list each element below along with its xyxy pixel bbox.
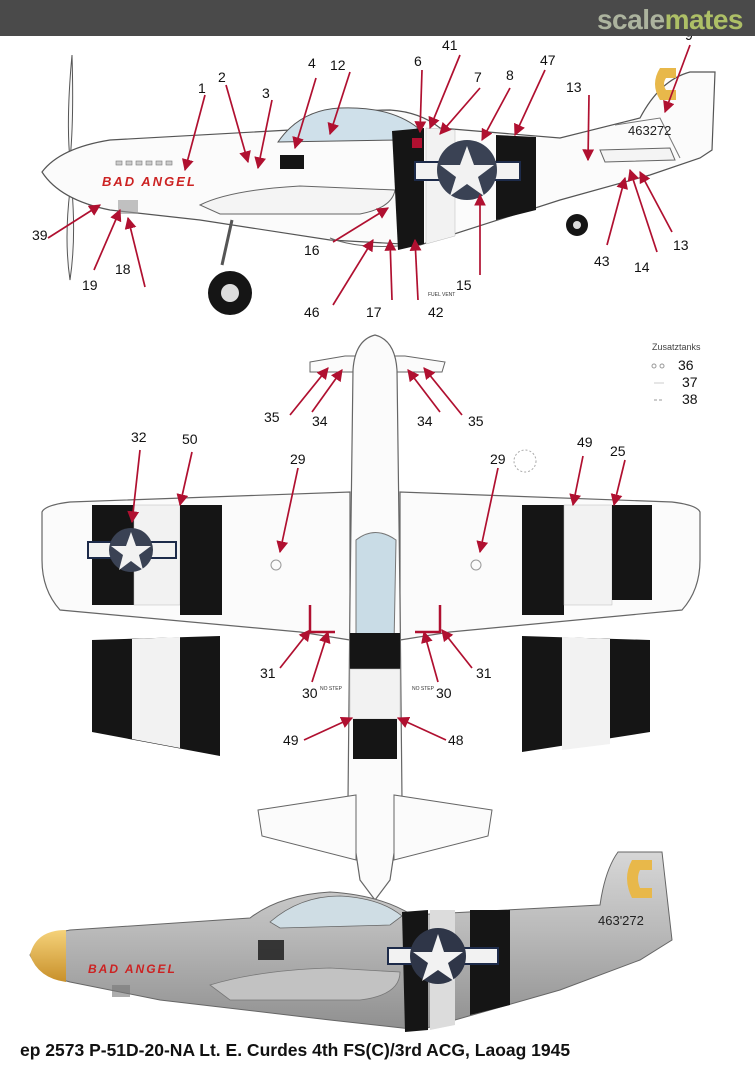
callout-9: 9 [685, 36, 693, 43]
serial-profile: 463'272 [598, 913, 644, 928]
tanks-title: Zusatztanks [652, 342, 701, 352]
callout-35-right: 35 [468, 413, 484, 429]
color-profile: 463'272 BAD ANGEL [29, 851, 673, 1032]
callout-42: 42 [428, 304, 444, 320]
callout-30-left: 30 [302, 685, 318, 701]
site-header-bar: scalemates [0, 0, 755, 36]
callout-4: 4 [308, 55, 316, 71]
plan-callout-arrows [127, 367, 626, 741]
callout-8: 8 [506, 67, 514, 83]
tank-36: 36 [678, 357, 694, 373]
callout-29-right: 29 [490, 451, 506, 467]
callout-35-left: 35 [264, 409, 280, 425]
callout-17: 17 [366, 304, 382, 320]
callout-32: 32 [131, 429, 147, 445]
callout-16: 16 [304, 242, 320, 258]
callout-14: 14 [634, 259, 650, 275]
separate-stripe-decals [92, 636, 650, 756]
callout-25: 25 [610, 443, 626, 459]
no-step-left: NO STEP [320, 686, 343, 692]
callout-47: 47 [540, 52, 556, 68]
scalemates-logo[interactable]: scalemates [596, 4, 744, 35]
callout-34-left: 34 [312, 413, 328, 429]
callout-31-right: 31 [476, 665, 492, 681]
nose-art-side: BAD ANGEL [102, 174, 197, 189]
tank-38: 38 [682, 391, 698, 407]
callout-7: 7 [474, 69, 482, 85]
callout-12: 12 [330, 57, 346, 73]
plan-callout-labels: 35 34 34 35 32 50 29 29 49 25 31 30 30 3… [131, 409, 626, 748]
callout-31-left: 31 [260, 665, 276, 681]
tail-letter-profile [627, 860, 652, 898]
drop-tank-legend: Zusatztanks 36 37 38 [651, 342, 701, 407]
tail-letter-side [655, 68, 676, 100]
decal-sheet-artwork: BAD ANGEL 463272 FUEL VENT [29, 36, 716, 1032]
callout-30-right: 30 [436, 685, 452, 701]
fuel-vent-stencil: FUEL VENT [428, 292, 455, 298]
callout-43: 43 [594, 253, 610, 269]
tank-37: 37 [682, 374, 698, 390]
callout-2: 2 [218, 69, 226, 85]
callout-18: 18 [115, 261, 131, 277]
callout-46: 46 [304, 304, 320, 320]
callout-49-right: 49 [577, 434, 593, 450]
callout-13-bottom: 13 [673, 237, 689, 253]
callout-41: 41 [442, 37, 458, 53]
callout-19: 19 [82, 277, 98, 293]
callout-50: 50 [182, 431, 198, 447]
callout-34-right: 34 [417, 413, 433, 429]
underside-plan-drawing: NO STEP NO STEP [41, 334, 701, 901]
callout-13-top: 13 [566, 79, 582, 95]
callout-3: 3 [262, 85, 270, 101]
callout-48: 48 [448, 732, 464, 748]
side-view-drawing: BAD ANGEL 463272 FUEL VENT [41, 54, 716, 315]
nose-art-profile: BAD ANGEL [88, 962, 177, 976]
callout-6: 6 [414, 53, 422, 69]
callout-1: 1 [198, 80, 206, 96]
no-step-right: NO STEP [412, 686, 435, 692]
callout-29-left: 29 [290, 451, 306, 467]
insignia-side [414, 140, 521, 200]
decal-sheet-caption: ep 2573 P-51D-20-NA Lt. E. Curdes 4th FS… [20, 1040, 571, 1060]
callout-39: 39 [32, 227, 48, 243]
callout-15: 15 [456, 277, 472, 293]
insignia-underside [87, 528, 177, 572]
side-callout-arrows [47, 44, 691, 306]
callout-49-bottom: 49 [283, 732, 299, 748]
serial-side: 463272 [628, 123, 671, 138]
side-callout-labels: 1 2 3 4 12 6 41 7 8 47 13 9 39 19 18 16 … [32, 36, 693, 320]
